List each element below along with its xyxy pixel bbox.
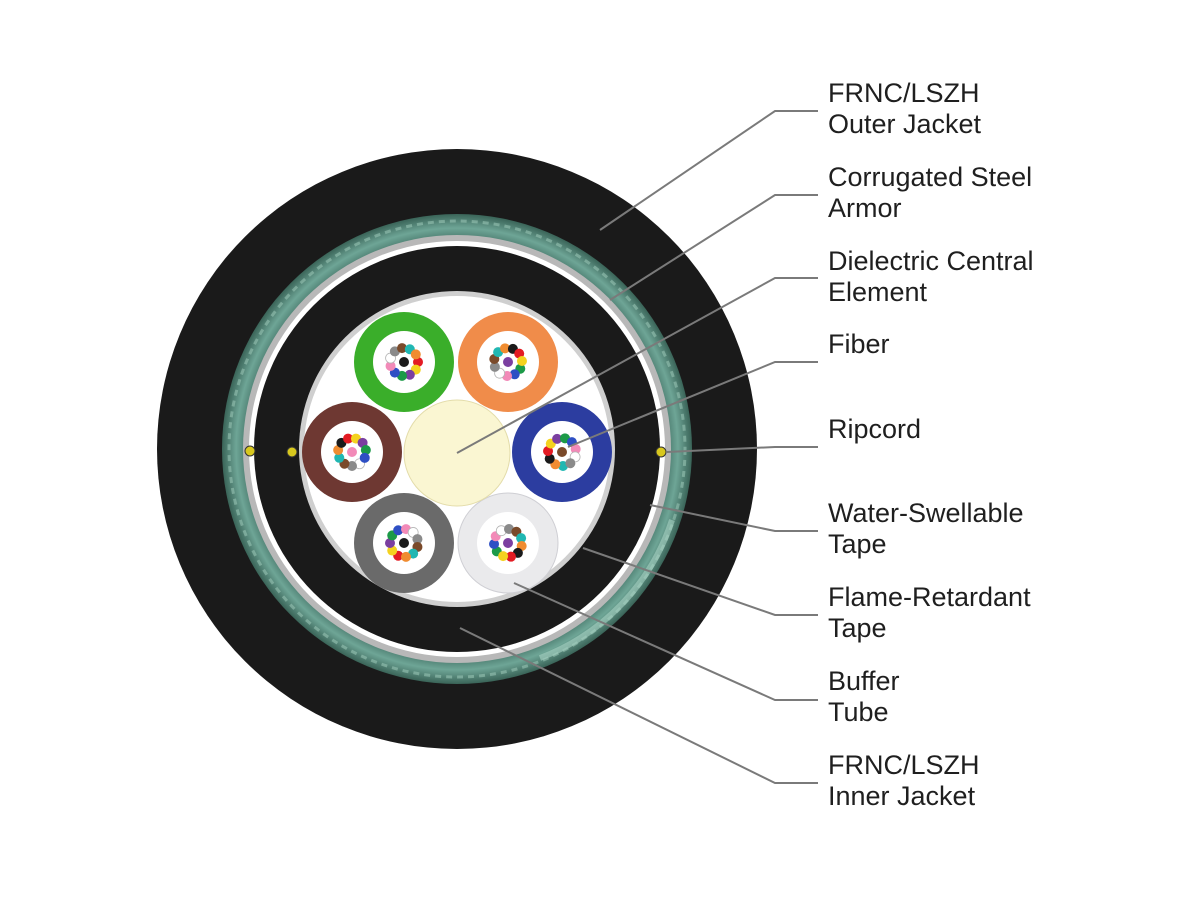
fiber <box>552 433 563 444</box>
label-steel-armor: Corrugated Steel Armor <box>828 162 1188 224</box>
fiber <box>557 447 567 457</box>
leader-line-central-element <box>456 277 818 454</box>
label-line: FRNC/LSZH <box>828 78 980 108</box>
label-line: Water-Swellable <box>828 498 1024 528</box>
label-central-element: Dielectric Central Element <box>828 246 1188 308</box>
label-line: Ripcord <box>828 414 922 444</box>
fiber <box>570 444 581 455</box>
armor-highlight <box>538 519 675 661</box>
fiber <box>500 343 511 354</box>
fiber <box>509 369 520 380</box>
label-line: FRNC/LSZH <box>828 750 980 780</box>
buffer-tube-brown <box>302 402 402 502</box>
fiber <box>544 453 555 464</box>
leader-line-buffer-tube <box>513 582 818 701</box>
fiber <box>387 545 398 556</box>
fiber <box>393 525 404 536</box>
fiber <box>399 357 409 367</box>
ripcord-marker <box>244 445 256 457</box>
fiber <box>503 357 513 367</box>
leader-lines <box>456 110 818 784</box>
label-ripcord: Ripcord <box>828 414 1188 445</box>
label-line: Buffer <box>828 666 900 696</box>
fiber <box>413 357 423 367</box>
label-line: Corrugated Steel <box>828 162 1033 192</box>
fiber <box>400 551 411 562</box>
fiber <box>334 452 345 463</box>
leader-line-fiber <box>567 361 818 448</box>
fiber <box>516 356 527 367</box>
fiber <box>489 361 500 372</box>
buffer-tube-blue <box>512 402 612 502</box>
label-outer-jacket: FRNC/LSZH Outer Jacket <box>828 78 1188 140</box>
fiber <box>397 343 408 354</box>
label-line: Tape <box>828 613 887 643</box>
leader-line-flame-retardant-tape <box>582 547 818 616</box>
label-line: Tape <box>828 529 887 559</box>
leader-line-water-swellable-tape <box>649 504 818 532</box>
fiber <box>343 433 354 444</box>
buffer-tube-green <box>354 312 454 412</box>
label-inner-jacket: FRNC/LSZH Inner Jacket <box>828 750 1188 812</box>
label-line: Armor <box>828 193 902 223</box>
fiber <box>516 533 527 544</box>
buffer-tube-white <box>457 492 559 594</box>
fiber <box>410 349 421 360</box>
fiber <box>404 369 415 380</box>
fiber <box>399 538 409 548</box>
label-line: Tube <box>828 697 889 727</box>
fiber <box>412 534 423 545</box>
label-line: Flame-Retardant <box>828 582 1031 612</box>
fiber <box>489 538 500 549</box>
buffer-tube-orange <box>458 312 558 412</box>
label-fiber: Fiber <box>828 329 1188 360</box>
fiber <box>347 447 357 457</box>
label-water-swellable-tape: Water-Swellable Tape <box>828 498 1188 560</box>
buffer-tube-gray <box>354 493 454 593</box>
buffer-tubes <box>302 312 612 594</box>
fiber <box>505 551 516 562</box>
leader-line-inner-jacket <box>459 627 818 784</box>
leader-line-ripcord <box>666 446 818 453</box>
leader-line-steel-armor <box>609 194 818 301</box>
fiber <box>498 551 509 562</box>
label-flame-retardant-tape: Flame-Retardant Tape <box>828 582 1188 644</box>
fiber <box>565 458 576 469</box>
label-buffer-tube: Buffer Tube <box>828 666 1188 728</box>
armor-corrugation <box>227 219 687 679</box>
fiber <box>346 461 357 471</box>
ripcord-marker <box>655 446 667 458</box>
fiber <box>503 538 513 548</box>
fiber <box>385 537 395 548</box>
fiber <box>360 445 371 456</box>
fiber <box>385 360 396 371</box>
ripcord-marker <box>286 446 298 458</box>
ripcords <box>244 445 667 458</box>
label-line: Dielectric Central <box>828 246 1034 276</box>
label-line: Inner Jacket <box>828 781 976 811</box>
label-line: Element <box>828 277 928 307</box>
leader-line-outer-jacket <box>599 110 818 231</box>
fiber <box>359 452 370 463</box>
label-line: Outer Jacket <box>828 109 982 139</box>
label-line: Fiber <box>828 329 890 359</box>
